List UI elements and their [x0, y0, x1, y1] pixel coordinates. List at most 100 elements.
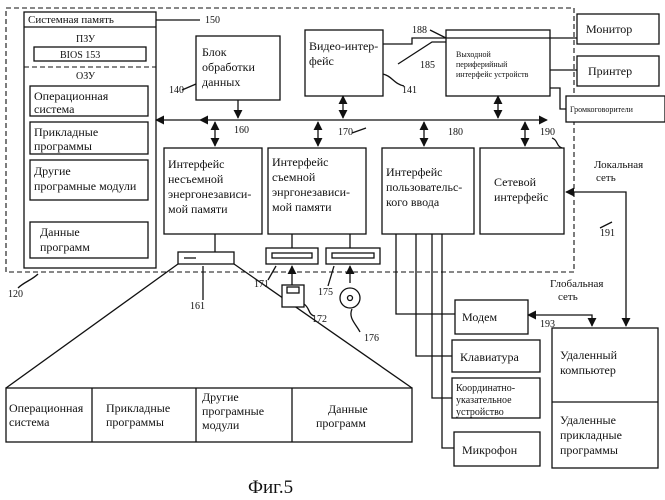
system-bus [156, 96, 547, 146]
svg-text:Микрофон: Микрофон [462, 443, 518, 457]
ref-170: 170 [338, 127, 353, 138]
monitor-box: Монитор [577, 14, 659, 44]
svg-text:компьютер: компьютер [560, 363, 616, 377]
svg-text:указательное: указательное [456, 395, 512, 406]
optical-disc-icon [340, 288, 360, 308]
printer-box: Принтер [577, 56, 659, 86]
speakers-box: Громкоговорители [566, 96, 665, 122]
svg-text:Модем: Модем [462, 310, 497, 324]
svg-text:Координатно-: Координатно- [456, 383, 515, 394]
svg-text:Выходной: Выходной [456, 50, 492, 59]
disk-item-1: Прикладные программы [106, 401, 170, 429]
svg-text:мой памяти: мой памяти [168, 202, 228, 216]
svg-text:Удаленный: Удаленный [560, 348, 618, 362]
svg-text:программы: программы [34, 139, 92, 153]
pointing-device-box: Координатно- указательное устройство [452, 378, 540, 418]
svg-text:кого ввода: кого ввода [386, 195, 440, 209]
ref-171: 171 [254, 279, 269, 290]
svg-text:Данные: Данные [40, 225, 80, 239]
ref-150: 150 [205, 15, 220, 26]
ram-item-0: Операционная система [30, 86, 148, 116]
svg-text:Операционная: Операционная [9, 401, 84, 415]
svg-text:Операционная: Операционная [34, 89, 109, 103]
ref-172: 172 [312, 314, 327, 325]
svg-text:Удаленные: Удаленные [560, 413, 616, 427]
modem-box: Модем [455, 300, 528, 334]
svg-text:интерфейс: интерфейс [494, 190, 548, 204]
svg-text:пользовательс-: пользовательс- [386, 180, 462, 194]
optical-drive-icon [326, 248, 380, 264]
ram-item-3: Данные программ [30, 222, 148, 258]
svg-text:програмные: програмные [202, 404, 264, 418]
svg-text:система: система [34, 102, 75, 116]
figure-caption: Фиг.5 [248, 477, 293, 498]
ref-175: 175 [318, 287, 333, 298]
ref-180: 180 [448, 127, 463, 138]
svg-text:периферийный: периферийный [456, 60, 508, 69]
svg-text:фейс: фейс [309, 54, 334, 68]
svg-text:Сетевой: Сетевой [494, 175, 537, 189]
svg-text:программы: программы [106, 415, 164, 429]
ref-190: 190 [540, 127, 555, 138]
system-memory-title: Системная память [28, 14, 114, 26]
svg-text:Видео-интер-: Видео-интер- [309, 39, 378, 53]
ref-191: 191 [600, 228, 615, 239]
ref-188: 188 [412, 25, 427, 36]
svg-text:Интерфейс: Интерфейс [386, 165, 443, 179]
keyboard-box: Клавиатура [452, 340, 540, 372]
microphone-box: Микрофон [454, 432, 540, 466]
svg-text:программ: программ [40, 240, 90, 254]
svg-text:устройство: устройство [456, 407, 504, 418]
svg-text:программы: программы [560, 443, 618, 457]
svg-text:модули: модули [202, 418, 240, 432]
output-peripheral-interface: Выходной периферийный интерфейс устройст… [398, 25, 550, 96]
svg-text:энергонезависи-: энергонезависи- [168, 187, 251, 201]
ref-160: 160 [234, 125, 249, 136]
ref-120: 120 [8, 289, 23, 300]
svg-text:Прикладные: Прикладные [106, 401, 170, 415]
svg-text:несъемной: несъемной [168, 172, 224, 186]
svg-text:Монитор: Монитор [586, 22, 632, 36]
ref-176: 176 [364, 333, 379, 344]
svg-text:система: система [9, 415, 50, 429]
svg-text:прикладные: прикладные [560, 428, 622, 442]
svg-text:Другие: Другие [34, 164, 71, 178]
svg-text:Клавиатура: Клавиатура [460, 350, 520, 364]
svg-text:Данные: Данные [328, 402, 368, 416]
svg-text:програмные модули: програмные модули [34, 179, 137, 193]
svg-text:Прикладные: Прикладные [34, 125, 98, 139]
svg-text:Другие: Другие [202, 390, 239, 404]
ref-161: 161 [190, 301, 205, 312]
data-processing-unit: Блок обработки данных 140 [169, 36, 280, 100]
floppy-drive-icon [266, 248, 318, 264]
ref-140: 140 [169, 85, 184, 96]
svg-text:программ: программ [316, 416, 366, 430]
svg-text:энргонезависи-: энргонезависи- [272, 185, 350, 199]
ram-item-2: Другие програмные модули [30, 160, 148, 200]
ram-item-1: Прикладные программы [30, 122, 148, 154]
nonremovable-memory-interface: Интерфейс несъемной энергонезависи- мой … [164, 125, 262, 234]
ref-185: 185 [420, 60, 435, 71]
user-input-interface: Интерфейс пользовательс- кого ввода 180 [382, 127, 474, 234]
ram-label: ОЗУ [76, 71, 96, 82]
lan-label-1: Локальная [594, 159, 643, 171]
bios-label: BIOS 153 [60, 50, 100, 61]
hard-disk-icon [178, 252, 234, 264]
svg-text:Интерфейс: Интерфейс [168, 157, 225, 171]
disk-contents: Операционная система Прикладные программ… [6, 388, 412, 442]
svg-text:обработки: обработки [202, 60, 255, 74]
lan-label-2: сеть [596, 172, 616, 184]
svg-text:мой памяти: мой памяти [272, 200, 332, 214]
rom-label: ПЗУ [76, 34, 96, 45]
remote-computer: Удаленный компьютер Удаленные прикладные… [552, 328, 658, 468]
network-interface: Сетевой интерфейс 190 [480, 127, 564, 234]
wan-label-2: сеть [558, 291, 578, 303]
svg-text:Блок: Блок [202, 45, 227, 59]
floppy-disk-icon [282, 285, 304, 307]
svg-text:съемной: съемной [272, 170, 316, 184]
svg-text:Громкоговорители: Громкоговорители [570, 105, 634, 114]
svg-text:интерфейс устройств: интерфейс устройств [456, 70, 529, 79]
wan-label-1: Глобальная [550, 278, 603, 290]
svg-text:данных: данных [202, 75, 240, 89]
